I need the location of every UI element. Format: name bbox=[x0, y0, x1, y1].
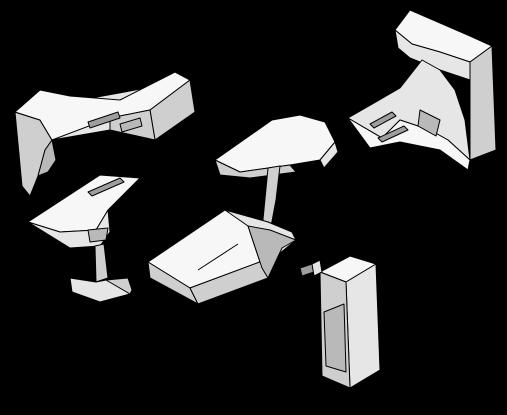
part-1-top-left-bracket[interactable] bbox=[14, 71, 196, 197]
part-3-center-arm[interactable] bbox=[214, 114, 339, 233]
part-4-center-slab[interactable] bbox=[147, 209, 297, 305]
part-5-top-right-arch[interactable] bbox=[347, 9, 497, 171]
part-6-bottom-right-upright[interactable] bbox=[299, 255, 381, 389]
part-2-lower-left-bracket[interactable] bbox=[27, 174, 141, 303]
